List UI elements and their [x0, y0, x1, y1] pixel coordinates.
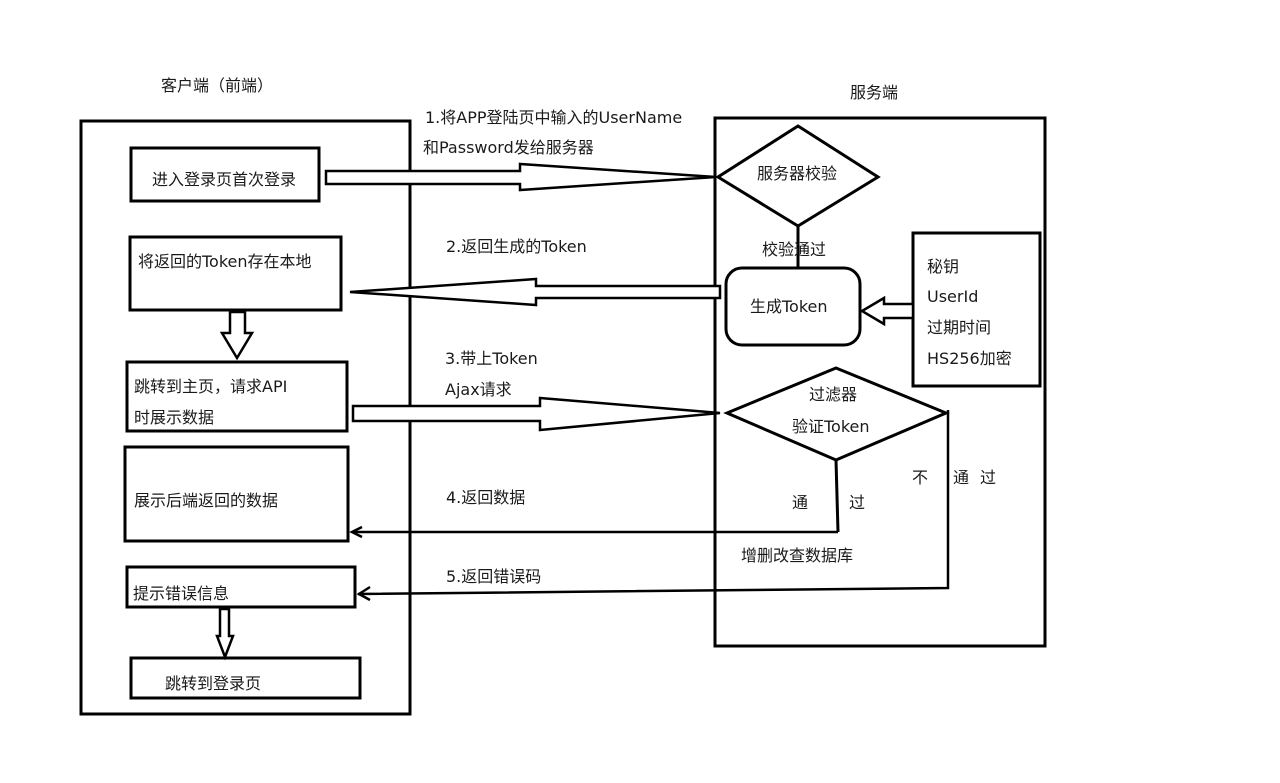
- token-input-1: UserId: [927, 287, 979, 306]
- arrow-inputs-to-generate: [859, 295, 915, 327]
- arrow-return-data-head: [349, 525, 363, 539]
- box-goto-login: [129, 656, 362, 700]
- label-fail-2: 过: [980, 468, 997, 487]
- down-arrow-2: [215, 607, 235, 661]
- box-generate-token: [724, 266, 862, 347]
- label-db-crud: 增删改查数据库: [741, 546, 854, 565]
- label-store-token: 将返回的Token存在本地: [138, 252, 312, 271]
- token-input-3: HS256加密: [927, 349, 1012, 368]
- label-generate-token: 生成Token: [750, 297, 828, 316]
- label-fail-0: 不: [912, 468, 929, 487]
- down-arrow-1: [219, 310, 255, 361]
- arrow-return-error-head: [356, 585, 371, 602]
- msg-2: 2.返回生成的Token: [446, 237, 587, 256]
- label-filter-1: 过滤器: [809, 385, 858, 404]
- box-store-token: [128, 235, 343, 312]
- label-show-data: 展示后端返回的数据: [134, 491, 279, 510]
- label-goto-home-2: 时展示数据: [134, 408, 215, 427]
- label-pass-left: 通: [792, 493, 809, 512]
- arrow-send-credentials: [324, 162, 717, 192]
- arrow-ajax-request: [351, 396, 721, 432]
- box-show-error: [125, 565, 357, 609]
- msg-1-line2: 和Password发给服务器: [423, 138, 594, 157]
- client-header: 客户端（前端）: [161, 76, 274, 95]
- msg-3-line1: 3.带上Token: [445, 349, 538, 368]
- label-show-error: 提示错误信息: [133, 584, 230, 603]
- box-first-login: [129, 146, 321, 203]
- label-first-login: 进入登录页首次登录: [152, 170, 297, 189]
- msg-4: 4.返回数据: [446, 488, 526, 507]
- token-input-2: 过期时间: [927, 318, 992, 337]
- label-goto-login: 跳转到登录页: [165, 674, 262, 693]
- box-goto-home: [125, 360, 349, 433]
- label-pass-right: 过: [849, 493, 866, 512]
- msg-1-line1: 1.将APP登陆页中输入的UserName: [425, 108, 683, 127]
- connector-filter-pass: [834, 459, 840, 533]
- msg-5: 5.返回错误码: [446, 567, 542, 586]
- server-container: [713, 116, 1047, 648]
- server-header: 服务端: [850, 83, 899, 102]
- arrow-return-error-line: [357, 410, 950, 596]
- label-filter-2: 验证Token: [792, 417, 870, 436]
- box-show-data: [123, 445, 350, 543]
- label-fail-1: 通: [953, 468, 970, 487]
- label-verify-pass: 校验通过: [762, 240, 827, 259]
- token-input-0: 秘钥: [927, 257, 960, 276]
- arrow-return-token: [349, 277, 722, 307]
- label-goto-home-1: 跳转到主页，请求API: [134, 377, 288, 396]
- msg-3-line2: Ajax请求: [445, 380, 512, 399]
- label-server-verify: 服务器校验: [757, 164, 838, 183]
